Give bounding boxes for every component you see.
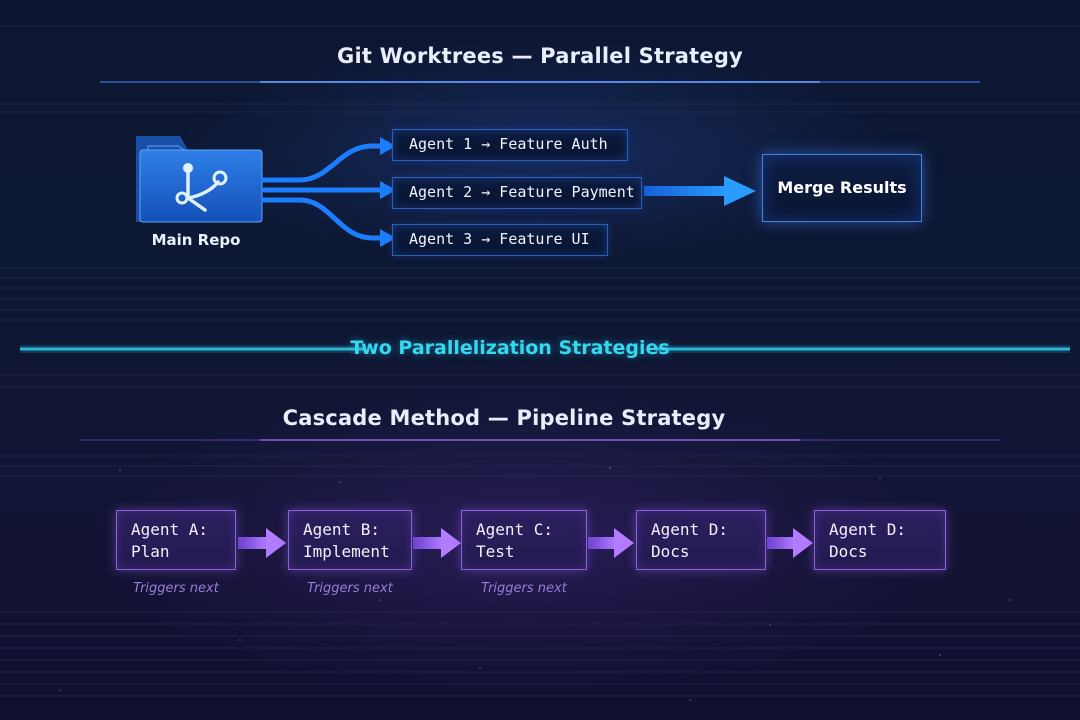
agent-3-box: Agent 3 → Feature UI (392, 224, 608, 256)
stage-agent-d: Agent D: Docs (636, 510, 766, 570)
trigger-label-3: Triggers next (481, 581, 567, 596)
stage-agent-d-task: Docs (651, 542, 690, 561)
stage-agent-b: Agent B: Implement (288, 510, 412, 570)
divider-title: Two Parallelization Strategies (350, 337, 670, 359)
stage-agent-a-name: Agent A: (131, 520, 209, 539)
cascade-arrow-2 (413, 528, 461, 558)
trigger-label-1: Triggers next (133, 581, 219, 596)
cascade-arrow-1 (238, 528, 286, 558)
worktrees-title: Git Worktrees — Parallel Strategy (337, 44, 743, 68)
stage-agent-c-task: Test (476, 542, 515, 561)
agent-1-box: Agent 1 → Feature Auth (392, 129, 628, 161)
agent-2-box: Agent 2 → Feature Payment (392, 177, 642, 209)
stage-agent-d-name: Agent D: (651, 520, 729, 539)
stage-agent-c-name: Agent C: (476, 520, 554, 539)
trigger-label-2: Triggers next (307, 581, 393, 596)
branch-arrows (261, 143, 385, 241)
stage-agent-b-name: Agent B: (303, 520, 381, 539)
cascade-arrow-4 (767, 528, 813, 558)
cascade-arrow-3 (588, 528, 634, 558)
stage-agent-a-task: Plan (131, 542, 170, 561)
main-repo-label: Main Repo (151, 231, 241, 249)
cascade-title: Cascade Method — Pipeline Strategy (282, 406, 726, 430)
merge-results-box: Merge Results (762, 154, 922, 222)
stage-agent-c: Agent C: Test (461, 510, 587, 570)
cascade-arrows (238, 528, 813, 558)
stage-agent-a: Agent A: Plan (116, 510, 236, 570)
stage-agent-b-task: Implement (303, 542, 390, 561)
worktree-flow-diagram (136, 136, 756, 247)
git-branch-folder-icon (136, 136, 263, 223)
merge-arrow (644, 176, 756, 206)
stage-agent-d-2-name: Agent D: (829, 520, 907, 539)
stage-agent-d-2: Agent D: Docs (814, 510, 946, 570)
stage-agent-d-2-task: Docs (829, 542, 868, 561)
